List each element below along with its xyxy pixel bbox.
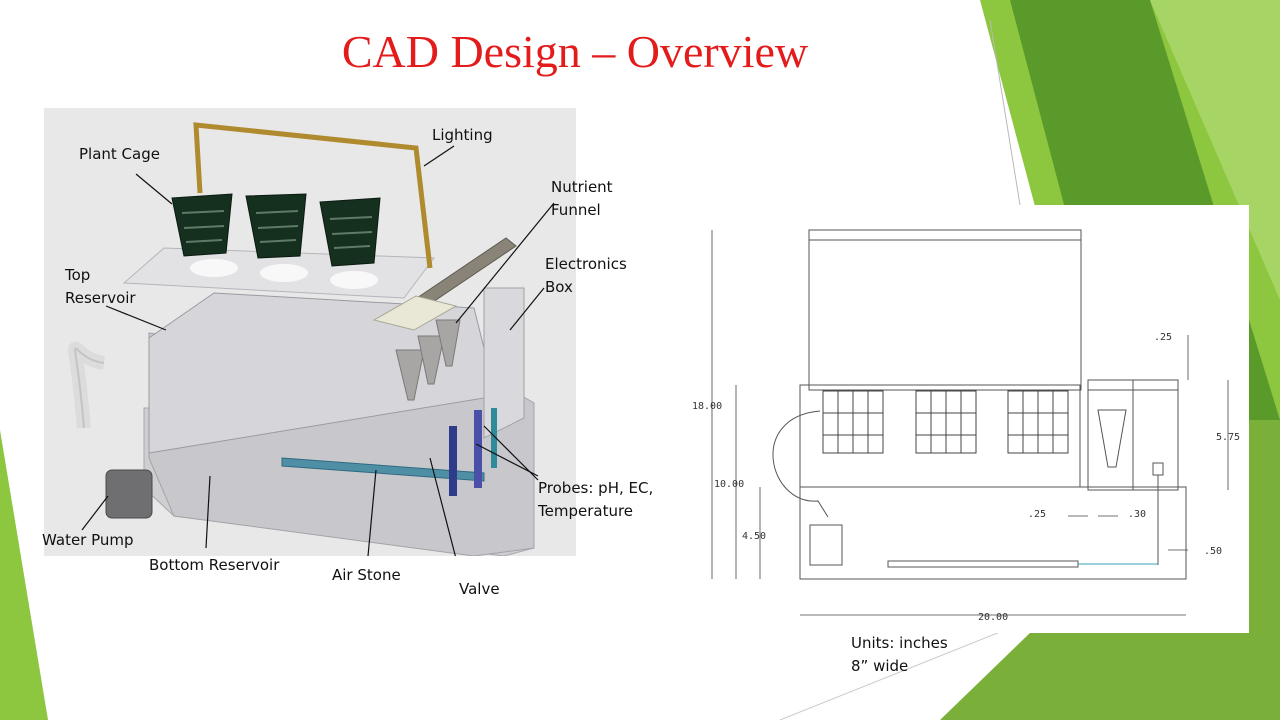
dim-gap-b: .30	[1128, 509, 1146, 520]
label-probes: Probes: pH, EC, Temperature	[538, 479, 654, 520]
label-bottom-reservoir: Bottom Reservoir	[149, 556, 280, 574]
units-note: Units: inches 8” wide	[851, 634, 948, 675]
dim-bottom-height: 4.50	[742, 531, 766, 542]
slide-title: CAD Design – Overview	[341, 26, 809, 77]
dim-box-height: 5.75	[1216, 432, 1240, 443]
label-nutrient-funnel: Nutrient Funnel	[551, 178, 613, 219]
cad-technical-drawing: 18.00 10.00 4.50 20.00 5.75 .25 .25 .30 …	[688, 205, 1249, 633]
water-pump-shape	[105, 469, 153, 519]
label-electronics-box: Electronics Box	[545, 255, 627, 296]
dim-reservoir-height: 10.00	[714, 479, 744, 490]
lighting-frame	[193, 122, 433, 269]
dim-gap-a: .25	[1028, 509, 1046, 520]
label-water-pump: Water Pump	[42, 531, 134, 549]
air-stone-shape	[281, 457, 485, 482]
label-air-stone: Air Stone	[332, 566, 401, 584]
label-top-reservoir: Top Reservoir	[65, 266, 136, 307]
drawing-illustration: 18.00 10.00 4.50 20.00 5.75 .25 .25 .30 …	[692, 229, 1240, 623]
label-lighting: Lighting	[432, 126, 493, 144]
dim-gap-c: .50	[1204, 546, 1222, 557]
cad-3d-render	[44, 108, 576, 575]
label-valve: Valve	[459, 580, 500, 598]
label-plant-cage: Plant Cage	[79, 145, 160, 163]
render-illustration	[68, 122, 555, 575]
dim-width: 20.00	[978, 612, 1008, 623]
dim-overall-height: 18.00	[692, 401, 722, 412]
dim-top-gap: .25	[1154, 332, 1172, 343]
electronics-box-shape	[483, 287, 525, 439]
